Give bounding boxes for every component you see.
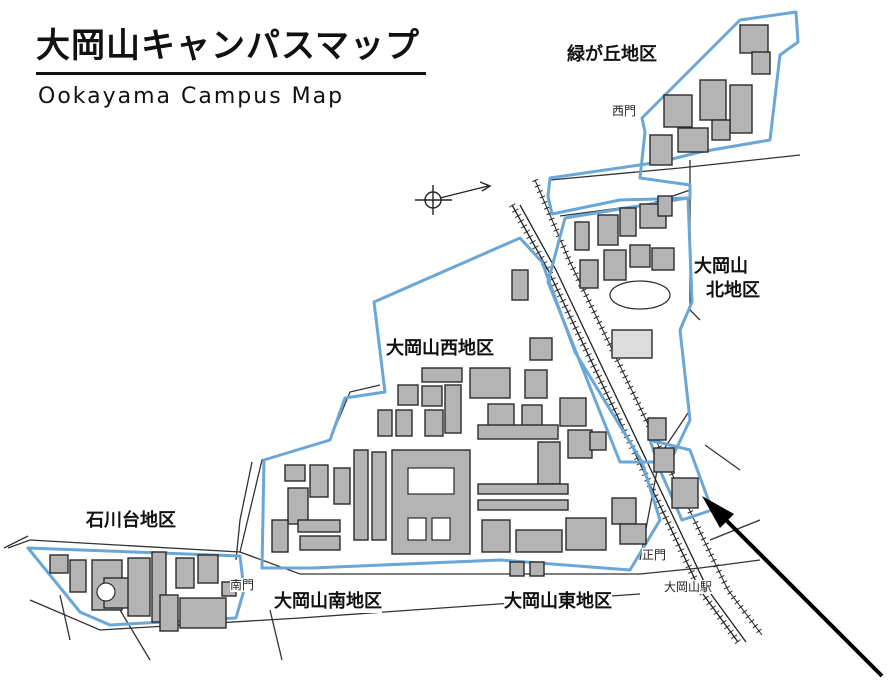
boundary-midorigaoka	[546, 10, 800, 216]
district-label-south: 大岡山南地区	[274, 591, 382, 613]
district-label-east: 大岡山東地区	[504, 591, 612, 613]
gate-label-west: 西門	[612, 104, 637, 118]
district-label-north-line2: 北地区	[706, 280, 760, 302]
map-subtitle: Ookayama Campus Map	[38, 84, 345, 109]
building-details	[96, 280, 671, 602]
district-label-ishikawadai: 石川台地区	[86, 510, 176, 532]
boundary-ishikawadai	[26, 546, 246, 627]
district-label-midorigaoka: 緑が丘地区	[567, 44, 657, 66]
station-label: 大岡山駅	[664, 580, 713, 594]
boundary-west	[260, 236, 662, 572]
north-arrow-icon	[415, 181, 492, 215]
annotation-arrow-icon	[702, 496, 884, 678]
map-title: 大岡山キャンパスマップ	[36, 26, 420, 66]
gate-label-main: 正門	[642, 548, 667, 562]
gate-label-south: 南門	[230, 578, 255, 592]
district-label-north-line1: 大岡山	[694, 256, 748, 278]
district-label-west: 大岡山西地区	[386, 338, 494, 360]
title-underline	[36, 72, 426, 75]
buildings	[49, 24, 771, 632]
district-boundaries	[26, 10, 800, 627]
